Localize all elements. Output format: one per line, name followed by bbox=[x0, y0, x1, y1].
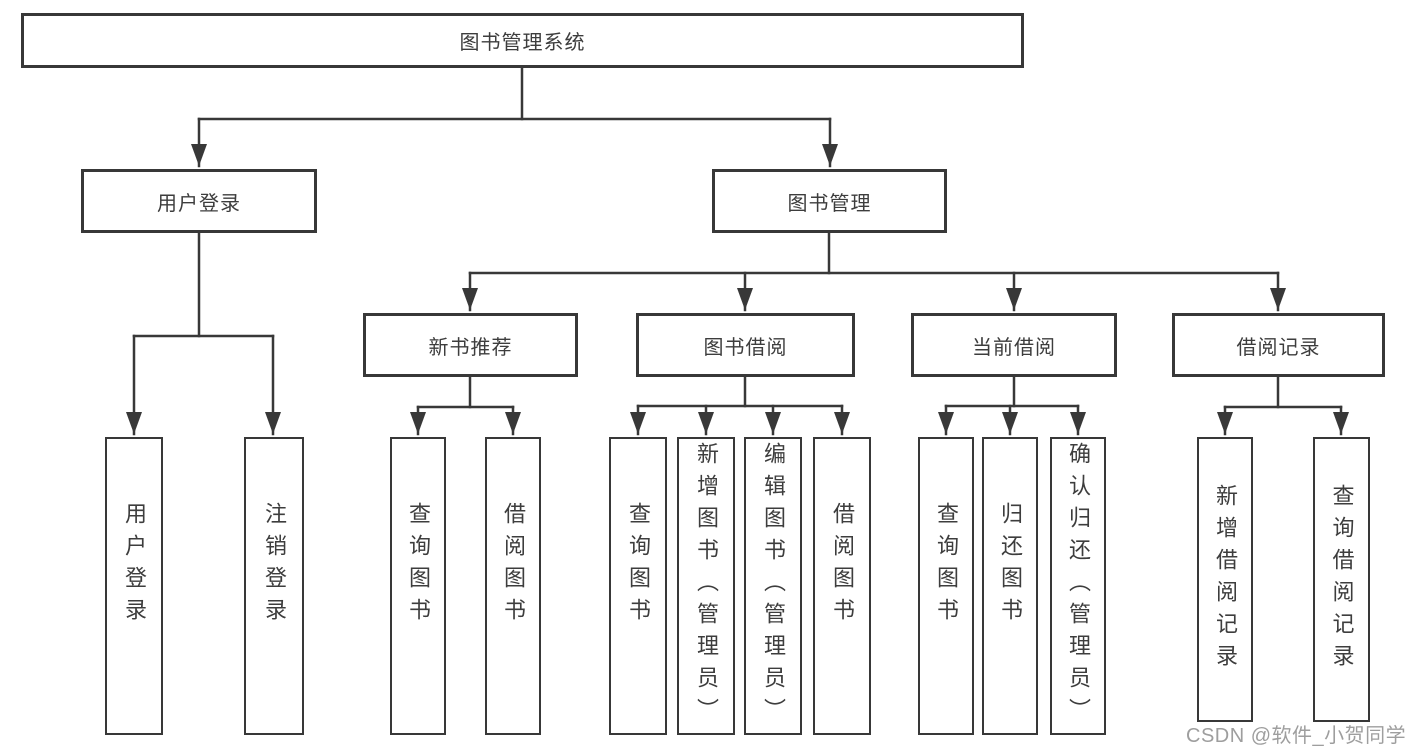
node-label: 查询图书 bbox=[406, 502, 431, 630]
node-label: 新增图书（管理员） bbox=[694, 442, 719, 730]
node-label: 用户登录 bbox=[122, 502, 147, 630]
node-leaf-query-borrow-record: 查询借阅记录 bbox=[1313, 437, 1370, 722]
node-label: 注销登录 bbox=[262, 502, 287, 630]
node-label: 确认归还（管理员） bbox=[1066, 442, 1091, 730]
node-borrowing-records: 借阅记录 bbox=[1172, 313, 1385, 377]
node-leaf-return-books: 归还图书 bbox=[982, 437, 1038, 735]
node-label: 编辑图书（管理员） bbox=[761, 442, 786, 730]
node-leaf-logout: 注销登录 bbox=[244, 437, 304, 735]
node-label: 当前借阅 bbox=[972, 336, 1056, 359]
csdn-watermark: CSDN @软件_小贺同学 bbox=[1186, 725, 1405, 747]
node-leaf-borrow-books: 借阅图书 bbox=[485, 437, 541, 735]
node-leaf-add-books-admin: 新增图书（管理员） bbox=[677, 437, 735, 735]
node-leaf-user-login: 用户登录 bbox=[105, 437, 163, 735]
node-book-borrowing: 图书借阅 bbox=[636, 313, 855, 377]
node-label: 借阅记录 bbox=[1236, 336, 1321, 359]
node-leaf-query-books: 查询图书 bbox=[390, 437, 446, 735]
node-leaf-add-borrow-record: 新增借阅记录 bbox=[1197, 437, 1253, 722]
connectors bbox=[126, 66, 1349, 436]
node-label: 归还图书 bbox=[998, 502, 1023, 630]
node-label: 新书推荐 bbox=[428, 336, 513, 359]
node-current-borrowing: 当前借阅 bbox=[911, 313, 1117, 377]
node-label: 查询图书 bbox=[626, 502, 651, 630]
node-leaf-borrow-books: 借阅图书 bbox=[813, 437, 871, 735]
node-leaf-edit-books-admin: 编辑图书（管理员） bbox=[744, 437, 802, 735]
node-new-book-recommend: 新书推荐 bbox=[363, 313, 578, 377]
node-label: 新增借阅记录 bbox=[1213, 483, 1238, 676]
node-leaf-query-books: 查询图书 bbox=[918, 437, 974, 735]
node-label: 用户登录 bbox=[157, 192, 241, 215]
node-leaf-confirm-return-admin: 确认归还（管理员） bbox=[1050, 437, 1106, 735]
node-label: 图书管理系统 bbox=[459, 32, 586, 54]
node-leaf-query-books: 查询图书 bbox=[609, 437, 667, 735]
node-label: 图书借阅 bbox=[703, 336, 788, 359]
node-book-management-module: 图书管理 bbox=[712, 169, 947, 233]
node-label: 借阅图书 bbox=[830, 502, 855, 630]
node-label: 查询借阅记录 bbox=[1329, 483, 1355, 676]
node-label: 借阅图书 bbox=[501, 502, 526, 630]
node-root-system: 图书管理系统 bbox=[21, 13, 1024, 68]
node-user-login-module: 用户登录 bbox=[81, 169, 317, 233]
node-label: 图书管理 bbox=[787, 192, 872, 215]
node-label: 查询图书 bbox=[934, 502, 959, 630]
